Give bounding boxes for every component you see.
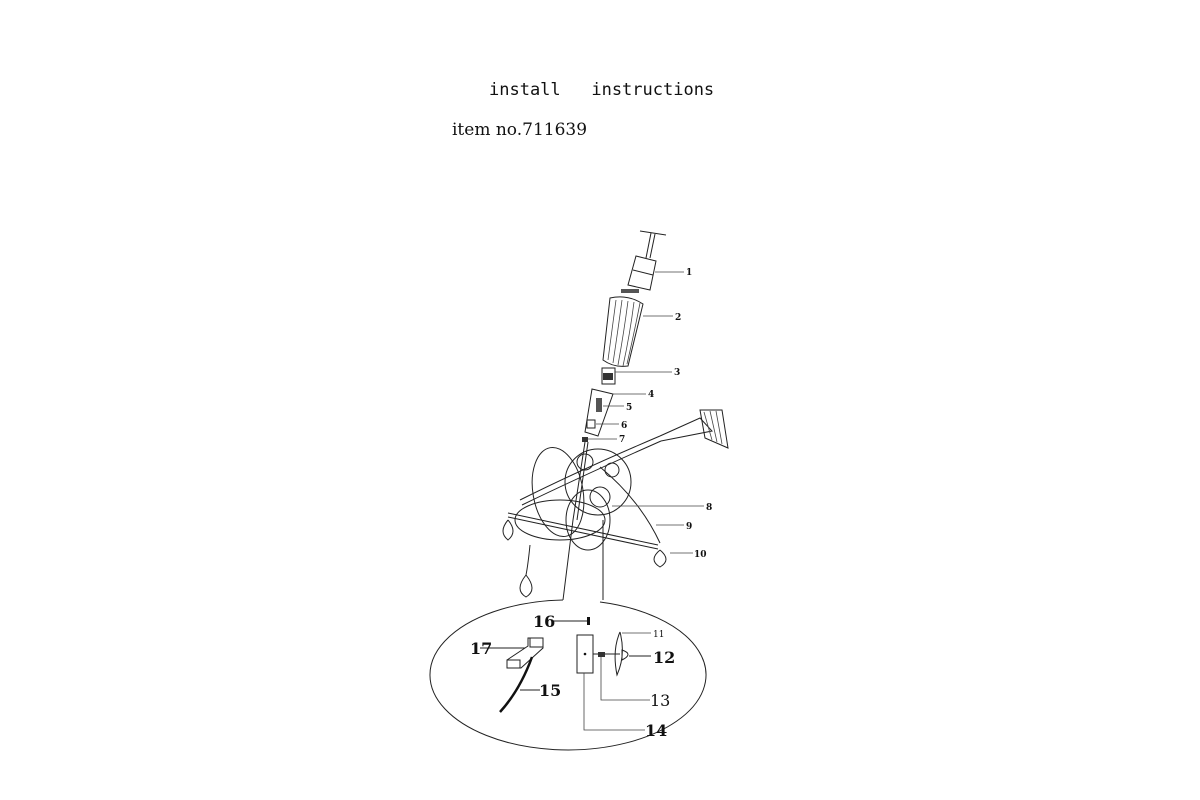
label-2: 2 [675, 313, 681, 323]
label-9: 9 [686, 522, 692, 532]
label-10: 10 [694, 550, 707, 560]
part-5-plate [596, 398, 602, 412]
item-number: item no.711639 [452, 120, 588, 140]
part-6-screw [586, 419, 596, 429]
label-15: 15 [539, 681, 561, 700]
crystal-drop [519, 574, 533, 598]
detail-callout-ellipse [429, 599, 707, 751]
instructions-title: install instructions [489, 80, 715, 100]
label-3: 3 [674, 368, 680, 378]
label-16: 16 [533, 612, 555, 631]
label-17: 17 [470, 639, 492, 658]
part-15-chain [499, 656, 534, 713]
part-2-glass-shade [602, 296, 644, 367]
label-7: 7 [619, 435, 625, 445]
label-1: 1 [686, 268, 692, 278]
label-11: 11 [653, 630, 664, 640]
part-17-bracket [506, 637, 544, 669]
chandelier-assembly [502, 409, 729, 601]
label-8: 8 [706, 503, 712, 513]
part-12-finial [621, 649, 629, 661]
mounting-hardware-detail [480, 617, 651, 731]
leader-lines [588, 271, 704, 554]
part-3-connector [601, 367, 616, 385]
part-16-screw [587, 617, 590, 625]
label-4: 4 [648, 390, 654, 400]
washer [621, 289, 639, 293]
label-5: 5 [626, 403, 632, 413]
part-10-crystal-drop [653, 549, 667, 568]
label-13: 13 [650, 691, 670, 710]
part-7-nut [582, 437, 588, 442]
part-4-arm-body [582, 388, 614, 442]
label-6: 6 [621, 421, 627, 431]
label-14: 14 [645, 721, 667, 740]
part-11-glass-cover [614, 631, 623, 677]
part-13-nut [598, 652, 605, 657]
part-1-socket [627, 230, 667, 291]
crystal-drop [502, 519, 514, 541]
label-12: 12 [653, 648, 675, 667]
